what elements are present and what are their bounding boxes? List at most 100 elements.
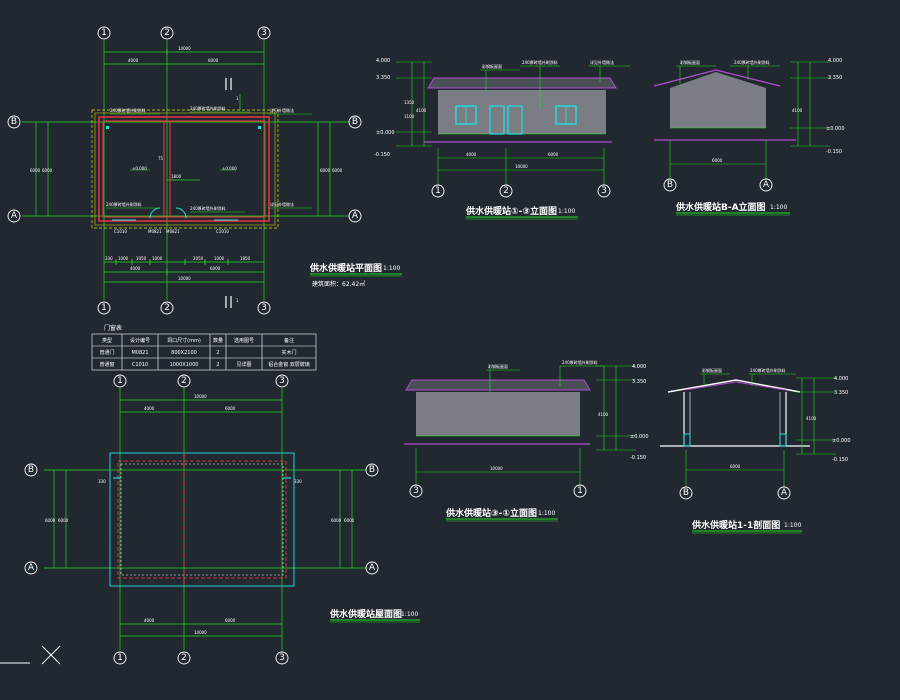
- side-level-eave: 3.350: [828, 75, 842, 81]
- table-cell: 2: [216, 362, 219, 368]
- section-axis-A: A: [781, 488, 788, 498]
- room-floor-level-right: ±0.000: [222, 166, 237, 171]
- roof-outline: [109, 452, 295, 587]
- front-note-gutter: 详见外墙做法: [590, 59, 614, 65]
- front-level-ground: ±0.000: [376, 130, 395, 136]
- table-cell: 铝合金窗 双层玻璃: [268, 361, 310, 368]
- roof-dim-depth-left-inner: 6000: [58, 518, 69, 523]
- back-roof-eave: [405, 379, 591, 391]
- plan-axis-B-right: B: [352, 117, 358, 127]
- section-note-wall: 240厚砖墙外刷涂料: [750, 367, 786, 373]
- side-level-top: 4.000: [828, 58, 842, 64]
- plan-dim-span1-bottom: 4000: [130, 266, 141, 271]
- roof-axis-1-top: 1: [117, 376, 123, 386]
- plan-note-bottom-mid: 240厚砖墙外刷涂料: [190, 205, 226, 211]
- plan-axis-1-top: 1: [101, 28, 107, 38]
- table-header: 选用图号: [234, 337, 254, 344]
- side-roof-line: [653, 69, 781, 87]
- back-dim-total: 10000: [490, 466, 503, 471]
- plan-note-bottom-left: 240厚砖墙外刷涂料: [106, 201, 142, 207]
- roof-dim-total-bottom: 10000: [194, 630, 207, 635]
- roof-dim-330-right: 330: [294, 479, 302, 484]
- front-axis-1: 1: [435, 186, 441, 196]
- plan-dim-1000c: 1000: [214, 256, 225, 261]
- front-dim-span2: 6000: [548, 152, 559, 157]
- door-window-table-title: 门窗表: [104, 324, 122, 332]
- table-header: 设计编号: [130, 337, 150, 344]
- table-header: 洞口尺寸(mm): [167, 337, 201, 344]
- floor-plan-title: 供水供暖站平面图: [309, 262, 382, 274]
- section-mark-top-label: 1: [236, 96, 239, 101]
- plan-dim-span2-bottom: 6000: [210, 266, 221, 271]
- section-level-eave: 3.350: [834, 390, 848, 396]
- plan-axis-2-bottom: 2: [164, 303, 170, 313]
- front-dim-total: 10000: [515, 164, 528, 169]
- section-window-left: [683, 433, 691, 447]
- plan-dim-span1-top: 4000: [128, 58, 139, 63]
- side-elev-dims: [669, 61, 830, 184]
- plan-grid-lines: [22, 40, 352, 300]
- wall-marker: [106, 126, 109, 129]
- front-dim-h1100: 1100: [404, 114, 415, 119]
- front-elevation-scale: 1:100: [558, 208, 575, 215]
- plan-dim-1850: 1850: [240, 256, 251, 261]
- table-header: 类型: [102, 337, 112, 344]
- back-elevation-title: 供水供暖站③-①立面图: [445, 507, 537, 519]
- front-roof-eave: [427, 77, 617, 89]
- back-dim-h4100: 4100: [598, 412, 609, 417]
- roof-axis-B-right: B: [369, 465, 375, 475]
- roof-dim-span2-top: 6000: [225, 406, 236, 411]
- section-level-top: 4.000: [834, 376, 848, 382]
- table-grid: [91, 333, 317, 371]
- plan-door-right: M0821: [166, 229, 180, 234]
- table-cell: 普通窗: [99, 361, 114, 368]
- plan-axis-bubbles: [7, 26, 362, 315]
- front-level-eave: 3.350: [376, 75, 390, 81]
- front-dim-span1: 4000: [466, 152, 477, 157]
- floor-plan: 1 2 3 1 2 3 B A B A 10000 4000 6000 330 …: [7, 26, 402, 315]
- section-level-outdoor: -0.150: [832, 457, 848, 463]
- side-level-outdoor: -0.150: [826, 149, 842, 155]
- side-note-roof: 彩钢板屋面: [680, 59, 700, 65]
- table-header: 备注: [284, 337, 294, 344]
- side-elevation-scale: 1:100: [770, 204, 787, 211]
- plan-dim-2050: 2050: [193, 256, 204, 261]
- section-mark-top: [225, 78, 232, 90]
- section-mark-bottom-label: 1: [236, 298, 239, 303]
- side-axis-A: A: [763, 180, 770, 190]
- roof-axis-2-top: 2: [181, 376, 187, 386]
- front-level-top: 4.000: [376, 58, 390, 64]
- roof-axis-A-right: A: [369, 563, 376, 573]
- plan-dim-depth-right: 6000: [332, 168, 343, 173]
- section-roof-purlin: [683, 381, 787, 391]
- floor-plan-scale: 1:100: [383, 265, 400, 272]
- room-floor-level-left: ±0.000: [132, 166, 147, 171]
- table-header: 数量: [213, 337, 223, 344]
- section-level-ground: ±0.000: [832, 438, 851, 444]
- roof-plan: 1 2 3 1 2 3 B A B A 10000 4000 6000 4000…: [24, 374, 420, 665]
- table-cell: 见详图: [236, 361, 251, 368]
- table-cell: 实木门: [281, 349, 296, 356]
- plan-dim-depth-left-inner: 6000: [42, 168, 53, 173]
- front-elevation-title: 供水供暖站①-③立面图: [465, 205, 557, 217]
- back-note-roof: 彩钢板屋面: [488, 363, 508, 369]
- section-scale: 1:100: [784, 522, 801, 529]
- roof-dim-depth-left: 6000: [45, 518, 56, 523]
- plan-dim-span2-top: 6000: [208, 58, 219, 63]
- plan-dim-1050: 1050: [136, 256, 147, 261]
- plan-leaders: [106, 111, 312, 213]
- section-dim-h4100: 4100: [806, 416, 817, 421]
- plan-dim-1000b: 1000: [152, 256, 163, 261]
- plan-note-top-left: 240厚砖墙外刷涂料: [110, 107, 146, 113]
- roof-axis-3-top: 3: [279, 376, 285, 386]
- floor-area: 建筑面积：62.42㎡: [312, 280, 365, 288]
- plan-dim-330: 330: [105, 256, 113, 261]
- plan-axis-2-top: 2: [164, 28, 170, 38]
- wall-marker: [258, 126, 261, 129]
- section-roof-line: [667, 379, 801, 393]
- roof-axis-3-bottom: 3: [279, 653, 285, 663]
- section-mark-bottom: [225, 296, 232, 308]
- back-level-top: 4.000: [632, 364, 646, 370]
- back-axis-1: 1: [577, 486, 583, 496]
